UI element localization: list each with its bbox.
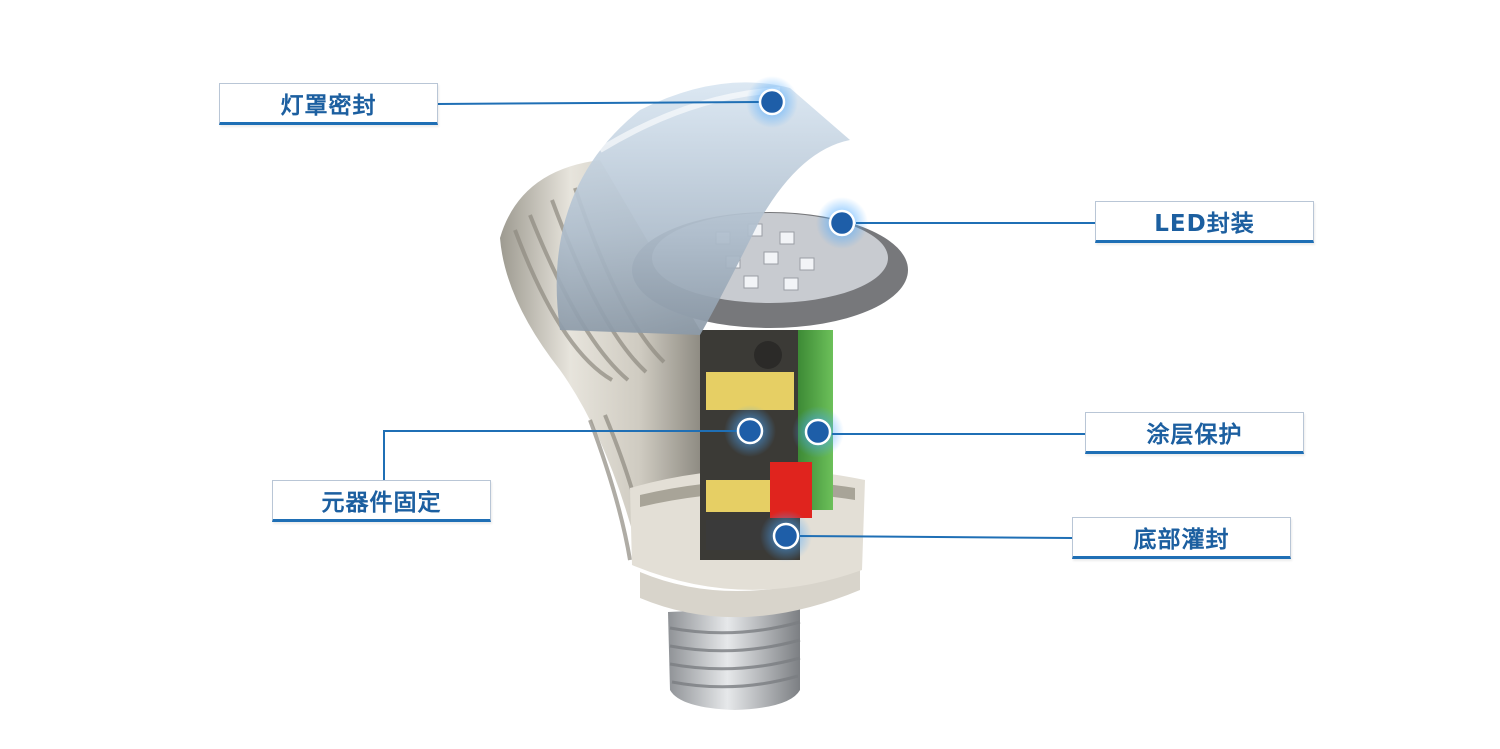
callout-dot-component-fixing [736, 417, 764, 445]
callout-dot-bottom-potting [772, 522, 800, 550]
label-coating-protection-text: 涂层保护 [1146, 422, 1243, 448]
label-component-fixing: 元器件固定 [272, 480, 491, 522]
label-led-encapsulation-text: LED封装 [1154, 211, 1255, 237]
label-lamp-cover-seal-text: 灯罩密封 [280, 93, 377, 119]
callout-dot-lamp-cover-seal [758, 88, 786, 116]
callout-dot-led-encapsulation [828, 209, 856, 237]
label-bottom-potting: 底部灌封 [1072, 517, 1291, 559]
leader-line-bottom-potting [797, 535, 1073, 539]
label-coating-protection: 涂层保护 [1085, 412, 1304, 454]
screw-base [640, 568, 860, 710]
label-component-fixing-text: 元器件固定 [321, 490, 442, 516]
label-lamp-cover-seal: 灯罩密封 [219, 83, 438, 125]
leader-line-lamp-cover-seal [436, 101, 761, 105]
label-led-encapsulation: LED封装 [1095, 201, 1314, 243]
leader-line-component-fixing [383, 430, 738, 480]
callout-dot-coating-protection [804, 418, 832, 446]
label-bottom-potting-text: 底部灌封 [1133, 527, 1230, 553]
